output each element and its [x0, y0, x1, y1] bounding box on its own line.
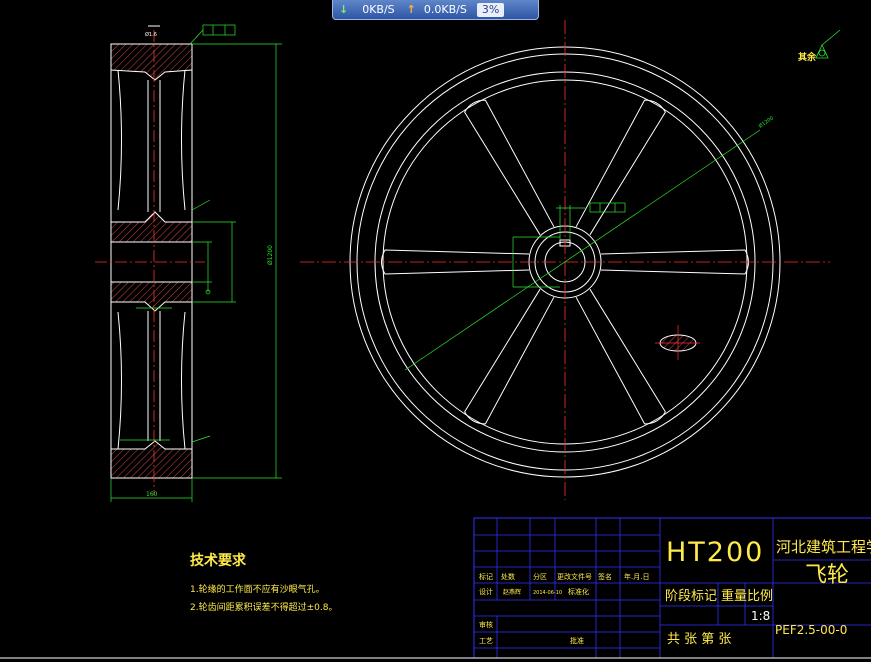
review-label: 审核: [479, 620, 493, 629]
drawing-number: PEF2.5-00-0: [775, 623, 847, 637]
spokes: [381, 99, 749, 425]
stage-label: 阶段标记: [665, 589, 717, 604]
hdr-zone: 分区: [533, 572, 547, 581]
dim-total-height: Ø1200: [267, 245, 274, 265]
up-arrow-icon: ↑: [406, 3, 416, 16]
download-rate: ↓ 0KB/S: [339, 3, 395, 16]
tech-req-item-2: 2.轮齿间距累积误差不得超过±0.8。: [190, 601, 337, 613]
hdr-count: 处数: [501, 572, 515, 581]
rim-top-section: [110, 43, 193, 81]
down-arrow-icon: ↓: [339, 3, 349, 16]
tech-req-title: 技术要求: [190, 552, 247, 569]
design-date: 2014-06-10: [533, 590, 562, 596]
hdr-date: 年.月.日: [624, 572, 649, 581]
part-name: 飞轮: [805, 563, 849, 588]
rim-bottom-section: [110, 440, 193, 479]
designer-name: 赵燕辉: [503, 588, 521, 596]
surface-finish-label: 其余: [798, 51, 817, 63]
dim-top-label: Ø1.6: [145, 31, 157, 38]
process-label: 工艺: [479, 637, 493, 645]
material-label: HT200: [666, 537, 764, 568]
hub-lower-section: [110, 281, 193, 312]
sheet-label: 共 张 第 张: [667, 632, 731, 647]
hdr-mark: 标记: [479, 572, 493, 581]
dim-front-diameter: Ø1200: [757, 115, 775, 130]
network-monitor-widget[interactable]: ↓ 0KB/S ↑ 0.0KB/S 3%: [332, 0, 539, 20]
designer-label: 设计: [479, 587, 493, 596]
dim-width: 160: [146, 491, 158, 498]
hub-upper-section: [110, 211, 193, 243]
weight-label: 重量: [721, 588, 747, 604]
upload-rate: ↑ 0.0KB/S: [406, 3, 467, 16]
scale-value: 1:8: [751, 609, 770, 623]
tech-requirements: 技术要求 1.轮缘的工作面不应有沙眼气孔。 2.轮齿间距累积误差不得超过±0.8…: [190, 552, 337, 613]
std-label: 标准化: [568, 587, 589, 596]
scale-label: 比例: [747, 589, 773, 604]
school-name: 河北建筑工程学: [776, 538, 871, 556]
tech-req-item-1: 1.轮缘的工作面不应有沙眼气孔。: [190, 583, 325, 595]
hdr-change-doc: 更改文件号: [557, 572, 592, 581]
front-view: Ø1200 其余: [300, 20, 841, 500]
approve-label: 批准: [570, 636, 584, 645]
cpu-usage-badge: 3%: [476, 2, 505, 17]
hdr-signature: 签名: [598, 572, 612, 581]
section-view: Ø1200 160 Ø1.6: [95, 24, 282, 502]
